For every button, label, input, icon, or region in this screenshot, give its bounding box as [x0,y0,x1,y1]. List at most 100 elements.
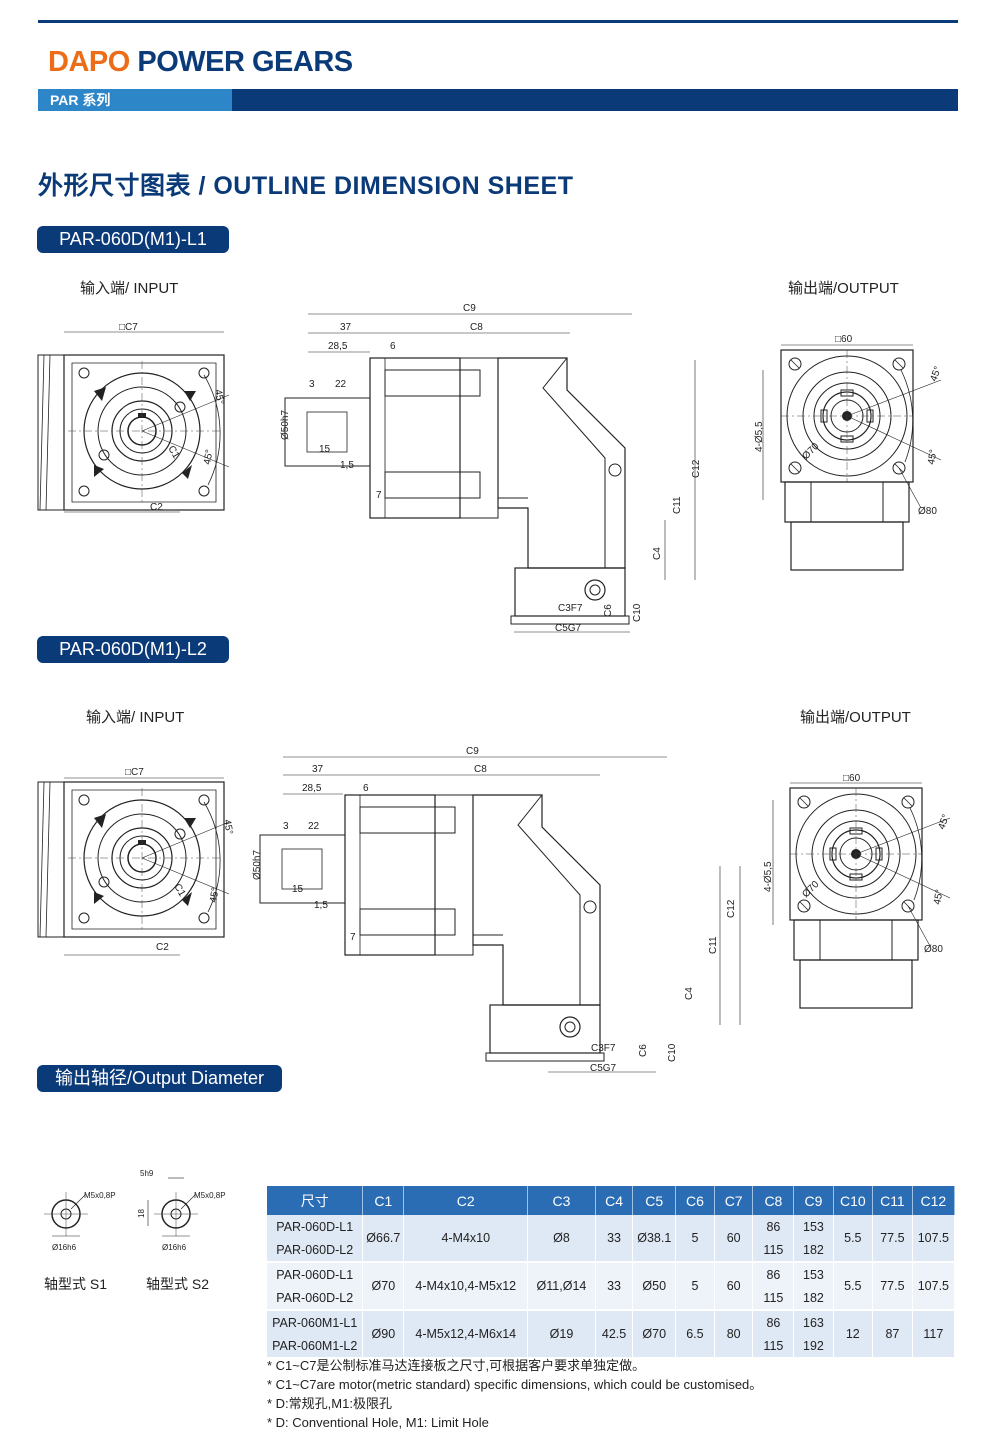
dim-15-l1: 15 [319,444,331,455]
th-c4: C4 [595,1186,634,1215]
s2-height: 18 [137,1209,146,1218]
cell-model: PAR-060M1-L2 [267,1334,364,1357]
side-view-l2 [259,794,605,1062]
cell-c2: 4-M4x10,4-M5x12 [403,1261,529,1310]
input-label-l1: 输入端/ INPUT [80,280,179,297]
cell-c6: 5 [675,1215,715,1262]
dim-c12-l1: C12 [691,459,702,478]
cell-c5: Ø38.1 [632,1215,677,1262]
dim-285-l2: 28,5 [302,783,322,794]
output-label-l2: 输出端/OUTPUT [800,709,911,726]
dimension-table: 尺寸 C1 C2 C3 C4 C5 C6 C7 C8 C9 C10 C11 C1… [267,1186,956,1357]
note-2: * C1~C7are motor(metric standard) specif… [267,1377,763,1392]
dim-c7-l2: □C7 [125,767,144,778]
cell-c8: 86 [752,1261,795,1286]
cell-c12: 117 [912,1309,956,1357]
dim-45a-l2: 45° [221,819,234,836]
dim-3-l2: 3 [283,821,289,832]
dim-c12-l2: C12 [726,899,737,918]
th-c7: C7 [714,1186,754,1215]
dim-c6-l1: C6 [603,604,614,617]
dim-3-l1: 3 [309,379,315,390]
cell-c8: 115 [752,1286,795,1310]
cell-c9: 153 [793,1215,834,1238]
cell-c9: 192 [793,1334,834,1357]
th-c12: C12 [912,1186,956,1215]
dim-22-l2: 22 [308,821,320,832]
cell-c5: Ø50 [632,1261,677,1310]
footnotes: * C1~C7是公制标准马达连接板之尺寸,可根据客户要求单独定做。 * C1~C… [267,1356,762,1432]
cell-c12: 107.5 [912,1215,956,1262]
cell-c11: 77.5 [872,1261,913,1310]
input-label-l2: 输入端/ INPUT [86,709,185,726]
cell-model: PAR-060D-L2 [267,1238,364,1262]
dim-phi70-l2: Ø70 [800,879,821,900]
table-row: PAR-060M1-L2 115 192 [267,1334,955,1357]
th-c3: C3 [527,1186,596,1215]
cell-model: PAR-060D-L2 [267,1286,364,1310]
th-c9: C9 [793,1186,834,1215]
input-view-l2 [37,781,230,938]
dim-c10-l2: C10 [667,1043,678,1062]
cell-c10: 5.5 [833,1215,874,1262]
cell-c7: 60 [714,1261,754,1310]
cell-c6: 5 [675,1261,715,1310]
cell-c8: 115 [752,1334,795,1357]
section-title: 外形尺寸图表 / OUTLINE DIMENSION SHEET [38,172,574,200]
s1-dia: Ø16h6 [52,1243,77,1252]
note-1: * C1~C7是公制标准马达连接板之尺寸,可根据客户要求单独定做。 [267,1358,646,1373]
s2-dia: Ø16h6 [162,1243,187,1252]
dim-c2-l1: C2 [150,502,163,513]
model-pill-l1: PAR-060D(M1)-L1 [37,226,229,253]
dim-c9-l1: C9 [463,303,476,314]
cell-c1: Ø66.7 [362,1215,405,1262]
cell-model: PAR-060D-L1 [267,1215,364,1238]
dim-c2-l2: C2 [156,942,169,953]
brand-logo: DAPO POWER GEARS [48,46,353,79]
dim-phi80-l1: Ø80 [918,506,937,517]
dim-holes-l2: 4-Ø5,5 [763,861,774,892]
s2-key: 5h9 [140,1169,154,1178]
cell-c9: 182 [793,1238,834,1262]
output-view-l2 [789,787,951,1009]
note-3: * D:常规孔,M1:极限孔 [267,1396,392,1411]
s2-thread: M5x0,8P [194,1191,226,1200]
dim-c5-l1: C5G7 [555,623,582,634]
shaft-s2-drawing [147,1177,199,1237]
note-4: * D: Conventional Hole, M1: Limit Hole [267,1415,489,1430]
dim-45c-l1: 45° [928,365,944,383]
dim-c11-l1: C11 [672,496,683,514]
cell-c7: 80 [714,1309,754,1357]
cell-c4: 33 [595,1261,634,1310]
series-bar [38,89,958,111]
dim-22-l1: 22 [335,379,347,390]
cell-c1: Ø70 [362,1261,405,1310]
table-header-row: 尺寸 C1 C2 C3 C4 C5 C6 C7 C8 C9 C10 C11 C1… [267,1186,956,1215]
dim-holes-l1: 4-Ø5,5 [754,421,765,452]
dim-c11-l2: C11 [708,936,719,954]
th-c8: C8 [752,1186,795,1215]
cell-c2: 4-M4x10 [403,1215,529,1262]
cell-c7: 60 [714,1215,754,1262]
dim-c4-l2: C4 [684,987,695,1000]
dim-45d-l2: 45° [932,889,945,906]
cell-c2: 4-M5x12,4-M6x14 [403,1309,529,1357]
side-view-l1 [284,357,630,625]
dim-285-l1: 28,5 [328,341,348,352]
cell-c11: 77.5 [872,1215,913,1262]
top-rule [38,20,958,23]
cell-c4: 33 [595,1215,634,1262]
th-c1: C1 [362,1186,405,1215]
dim-sq60-l2: □60 [843,773,861,784]
shaft-s2-label: 轴型式 S2 [146,1276,210,1292]
brand-blue: POWER GEARS [137,46,353,78]
dim-c4-l1: C4 [652,547,663,560]
series-label: PAR 系列 [38,89,232,111]
output-diameter-pill: 输出轴径/Output Diameter [37,1065,282,1092]
dim-45d-l1: 45° [926,449,939,466]
dim-c3-l1: C3F7 [558,603,583,614]
th-c5: C5 [632,1186,677,1215]
cell-c9: 182 [793,1286,834,1310]
dim-7-l1: 7 [376,490,382,501]
